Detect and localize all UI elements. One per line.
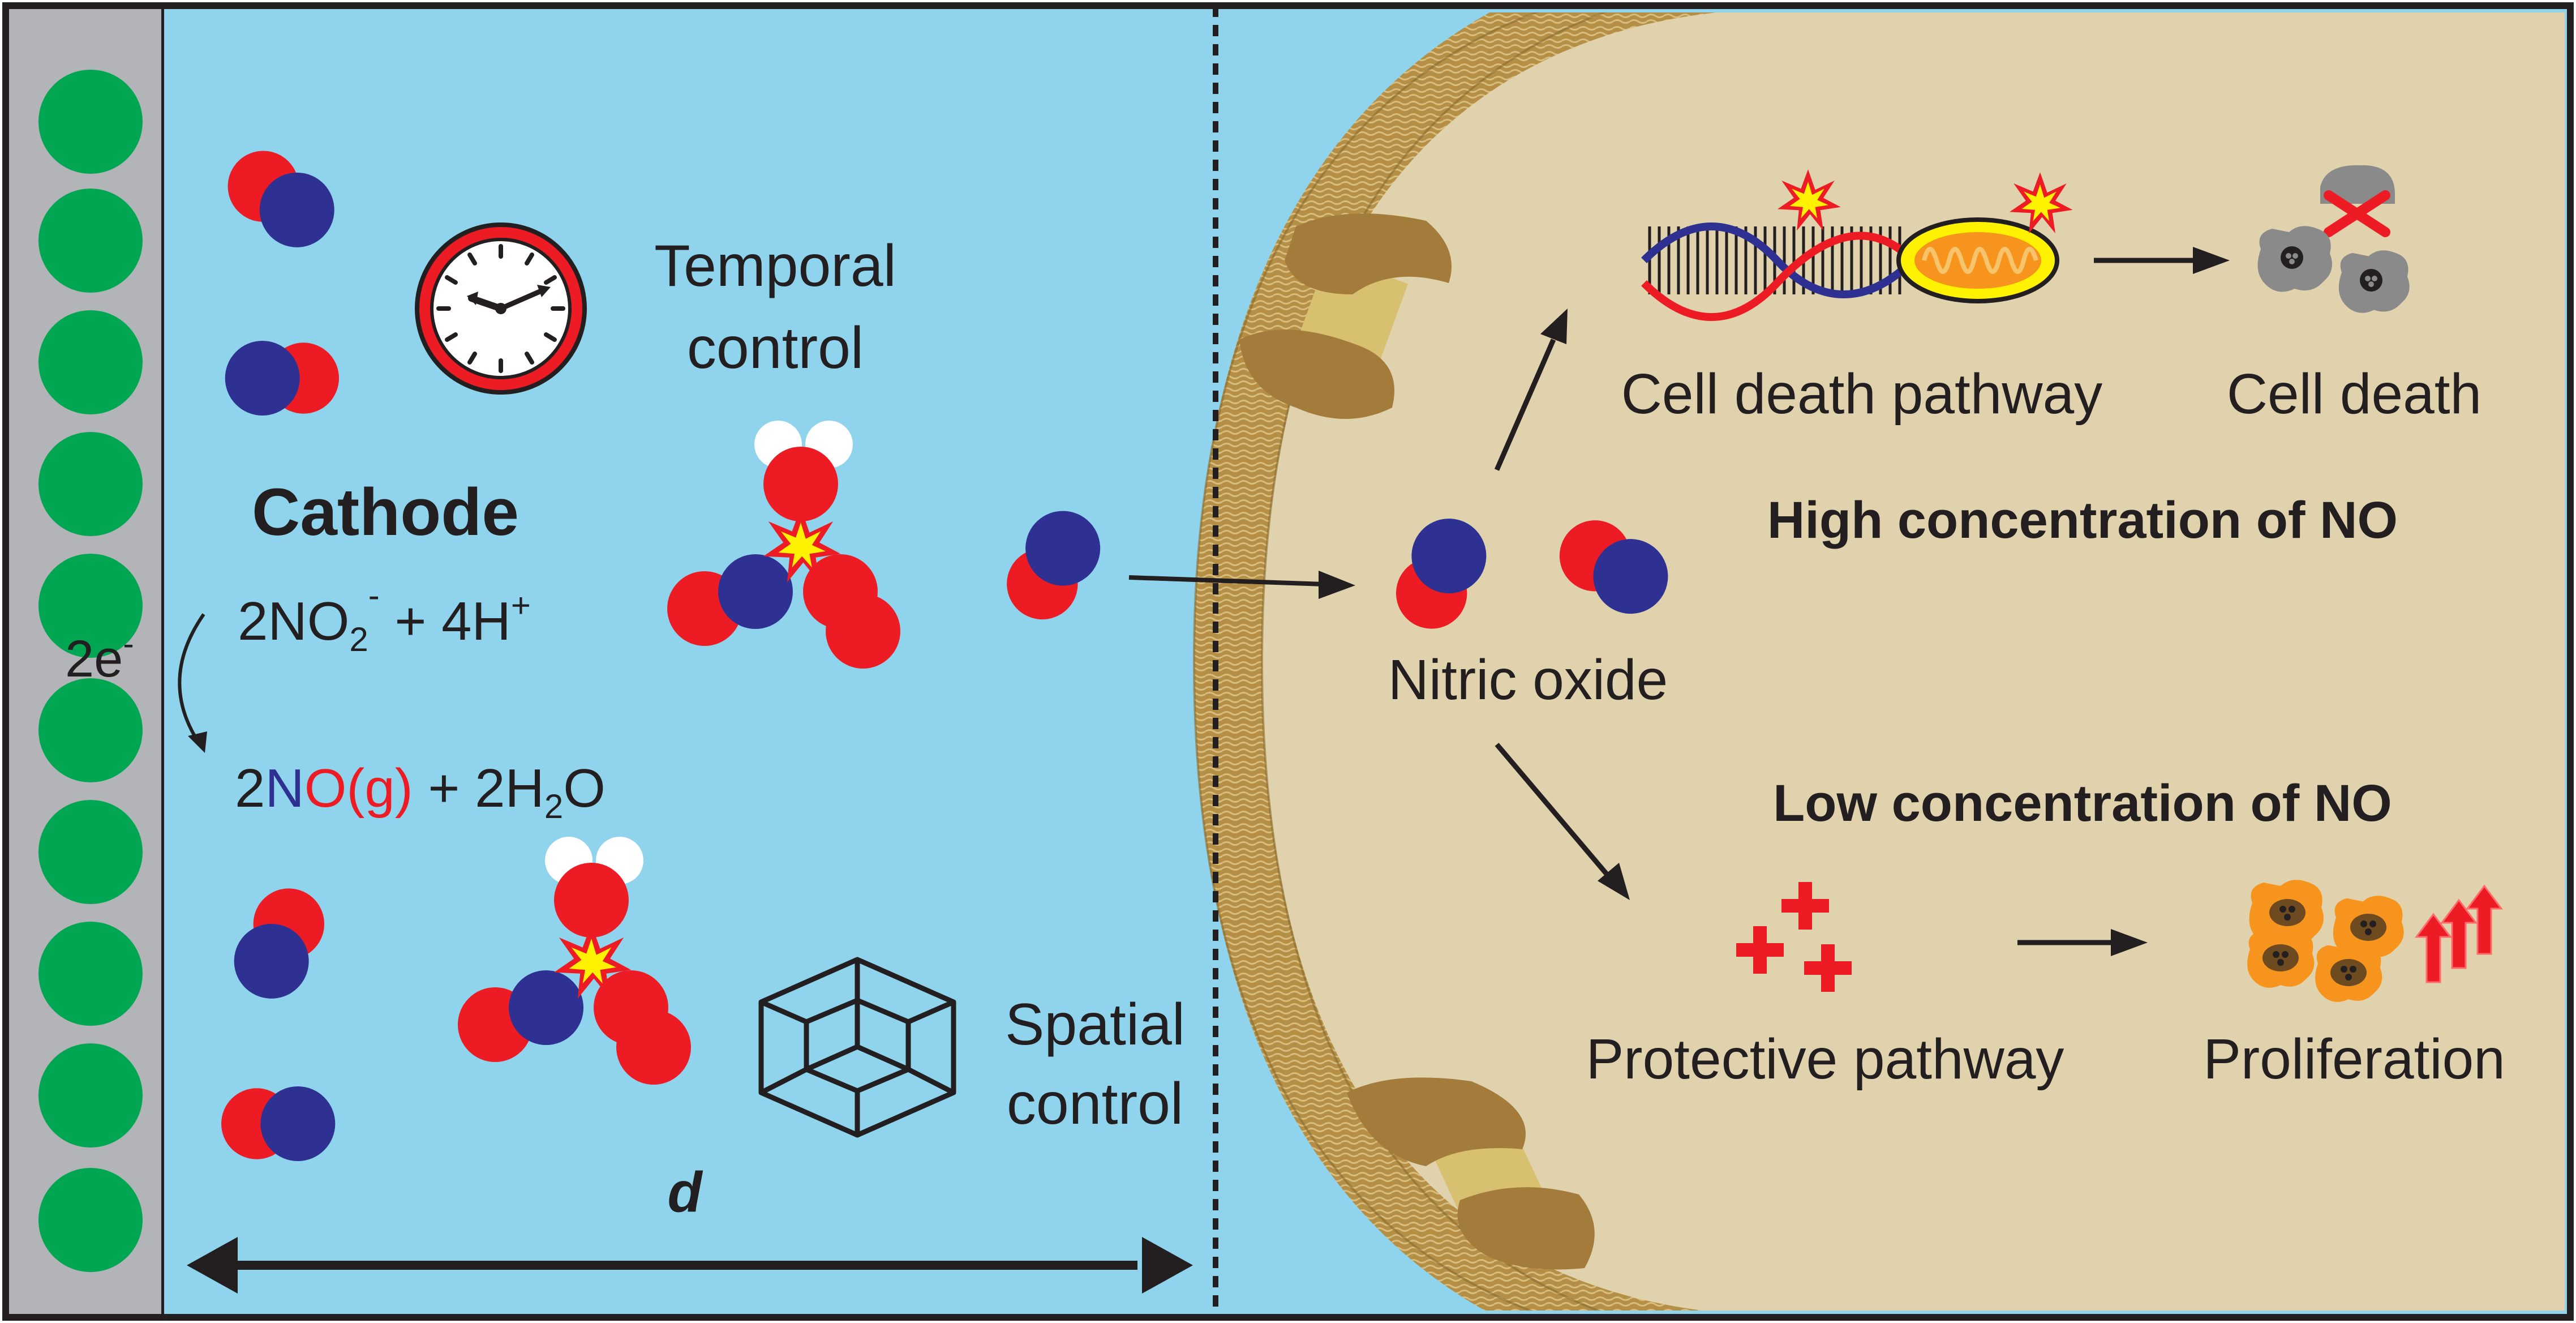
membrane-protein-top: [1239, 213, 1452, 419]
distance-arrow: [187, 1237, 1193, 1294]
products-equation: 2NO(g) + 2H2O: [235, 758, 606, 825]
no-molecule: [1396, 519, 1487, 629]
peroxynitrite-molecule: [667, 421, 900, 669]
electron-transfer-arrow: [178, 613, 207, 753]
electrode-dot: [38, 189, 143, 293]
dna-icon: [1641, 222, 1916, 321]
electrode-dots: [38, 70, 143, 1272]
pathway-arrowheads: [1540, 247, 2230, 956]
peroxynitrite-molecule: [458, 837, 691, 1085]
plus-icons: [1736, 882, 1852, 992]
diffusion-arrow: [1128, 571, 1355, 599]
cell-death-pathway-label: Cell death pathway: [1621, 362, 2103, 426]
reactants-equation: 2NO2- + 4H+: [238, 576, 531, 658]
electrode-dot: [38, 70, 143, 174]
electrode-dot: [38, 310, 143, 414]
no-molecule: [1007, 511, 1101, 620]
high-concentration-label: High concentration of NO: [1767, 491, 2398, 549]
cell-death-label: Cell death: [2227, 362, 2481, 426]
membrane-protein-bottom: [1347, 1077, 1595, 1270]
up-arrow-icon: [2415, 884, 2503, 983]
temporal-control-line2: control: [687, 315, 864, 381]
no-molecule: [225, 341, 339, 416]
molecules: [221, 151, 1668, 1161]
proliferation-label: Proliferation: [2203, 1027, 2505, 1091]
electrode-dot: [38, 1043, 143, 1148]
electron-label: 2e-: [65, 626, 134, 688]
electrode-dot: [38, 922, 143, 1026]
spatial-control-line1: Spatial: [1005, 992, 1185, 1057]
dead-cells-icon: [2257, 165, 2410, 313]
cube-icon: [758, 957, 956, 1138]
no-molecule: [1559, 520, 1668, 614]
electrode-dot: [38, 432, 143, 536]
no-molecule: [234, 888, 325, 999]
no-molecule: [221, 1086, 336, 1161]
mitochondrion-icon: [1896, 217, 2059, 303]
proliferating-cells-icon: [2247, 880, 2404, 1002]
clock-icon: [415, 222, 587, 395]
spatial-control-line2: control: [1007, 1071, 1183, 1137]
cell-membrane: [1193, 12, 1717, 1311]
pathway-arrows: [1494, 258, 2196, 945]
electrode-dot: [38, 554, 143, 658]
distance-label: d: [667, 1161, 703, 1224]
protective-pathway-label: Protective pathway: [1586, 1027, 2064, 1091]
temporal-control-line1: Temporal: [654, 233, 896, 299]
cathode-label: Cathode: [252, 475, 519, 550]
low-concentration-label: Low concentration of NO: [1773, 774, 2392, 832]
no-molecule: [227, 151, 334, 247]
nitric-oxide-label: Nitric oxide: [1388, 648, 1668, 712]
electrode-dot: [38, 800, 143, 904]
electrode-dot: [38, 1168, 143, 1272]
electrode-dot: [38, 678, 143, 782]
